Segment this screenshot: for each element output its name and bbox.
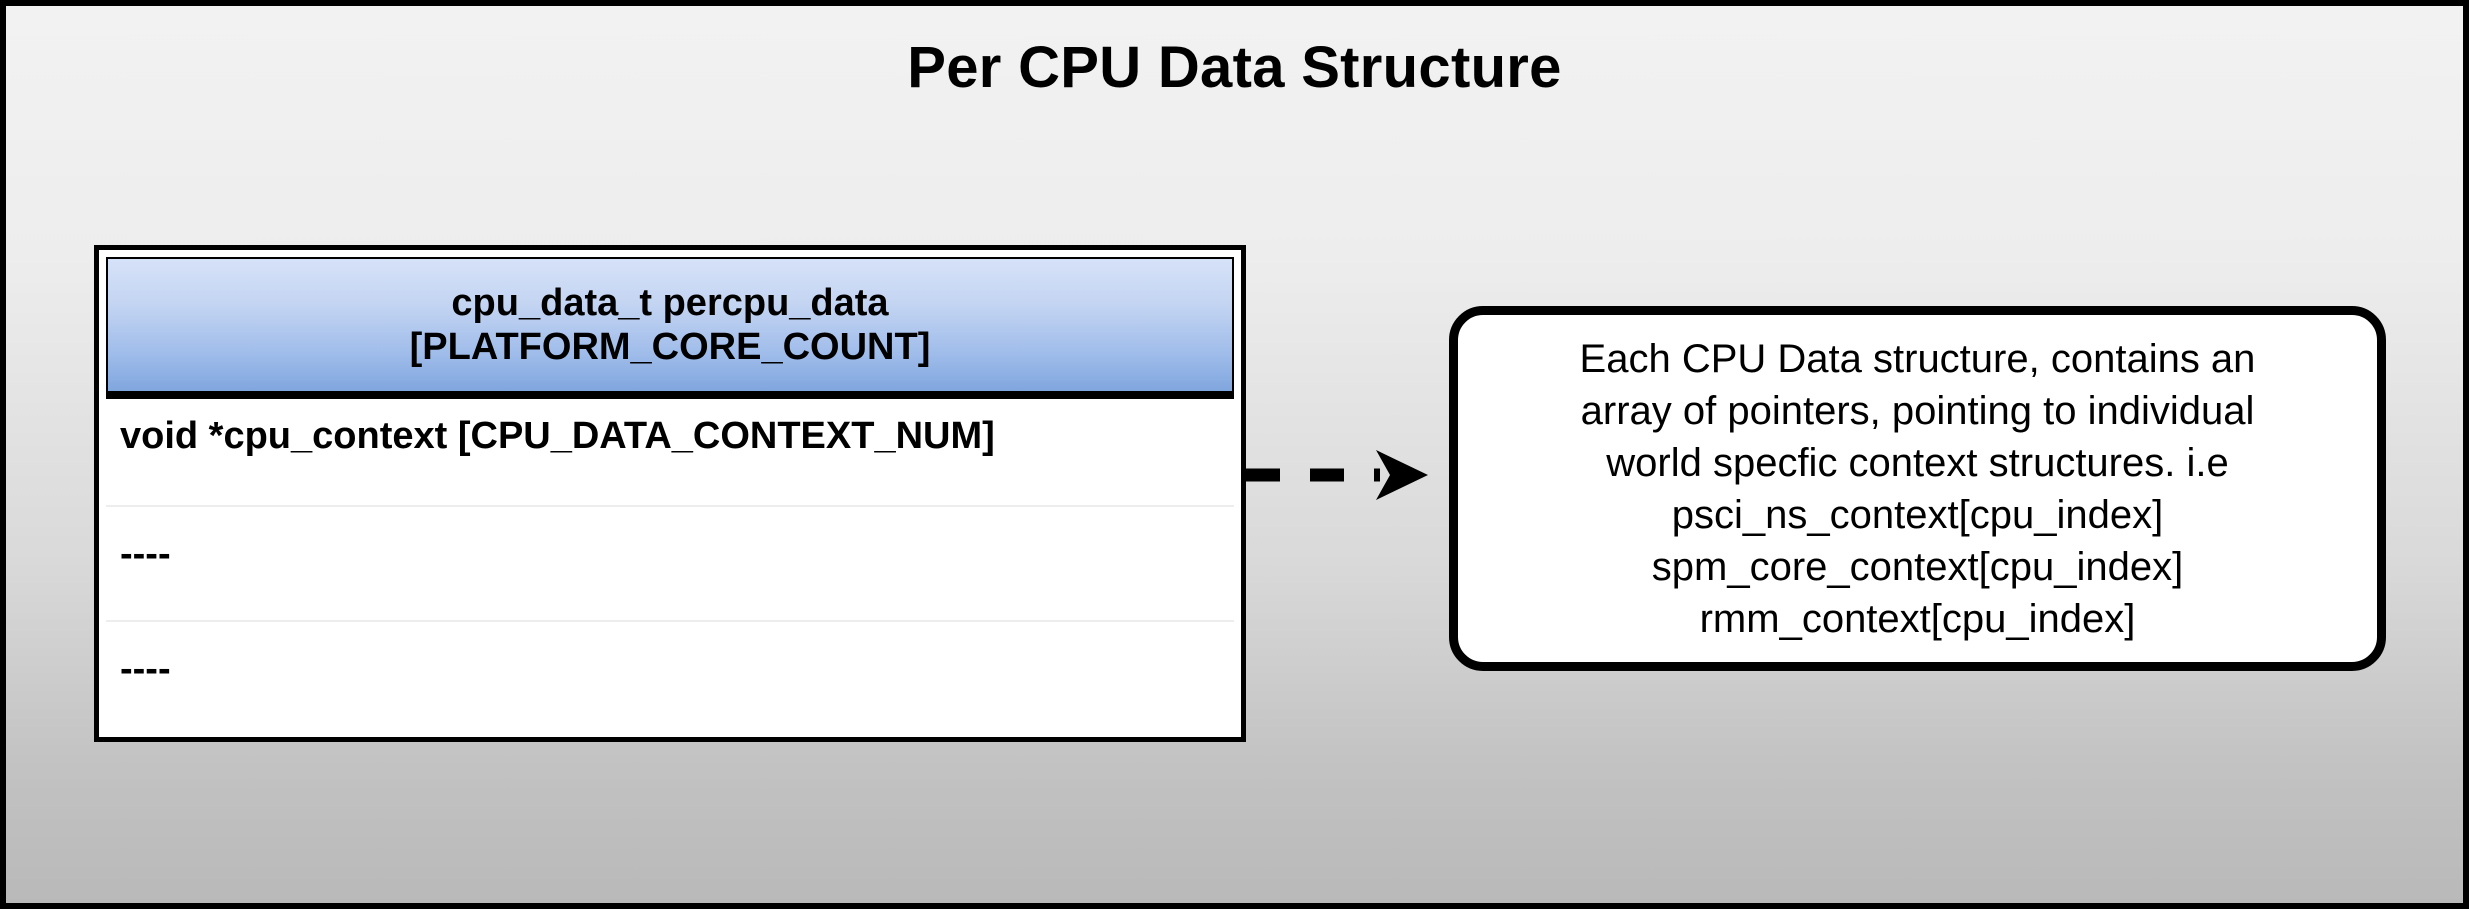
page-title: Per CPU Data Structure (907, 35, 1562, 100)
struct-field-row: ---- (106, 620, 1234, 735)
struct-field-row: ---- (106, 505, 1234, 620)
callout-box: Each CPU Data structure, contains an arr… (1449, 306, 2386, 671)
struct-field-row: void *cpu_context [CPU_DATA_CONTEXT_NUM] (106, 399, 1234, 505)
dashed-arrow-icon (1246, 450, 1428, 500)
struct-field-label: void *cpu_context [CPU_DATA_CONTEXT_NUM] (120, 415, 995, 457)
callout-text: Each CPU Data structure, contains an arr… (1579, 336, 2256, 641)
arrow-head (1376, 450, 1428, 500)
struct-header-line-2: [PLATFORM_CORE_COUNT] (409, 326, 931, 368)
struct-header-line-1: cpu_data_t percpu_data (451, 281, 889, 324)
percpu-data-struct-box: cpu_data_t percpu_data [PLATFORM_CORE_CO… (94, 245, 1246, 742)
struct-field-label: ---- (120, 648, 171, 690)
struct-header: cpu_data_t percpu_data [PLATFORM_CORE_CO… (106, 257, 1234, 399)
struct-field-list: void *cpu_context [CPU_DATA_CONTEXT_NUM]… (106, 399, 1234, 735)
struct-field-label: ---- (120, 533, 171, 575)
